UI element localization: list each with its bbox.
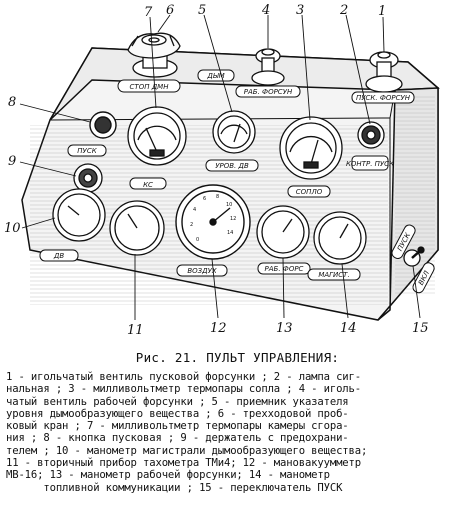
plate-dv: ДВ bbox=[53, 252, 64, 260]
callout-2: 2 bbox=[339, 3, 348, 18]
caption-line: МВ-16; 13 - манометр рабочей форсунки; 1… bbox=[6, 469, 330, 482]
caption-line: 1 - игольчатый вентиль пусковой форсунки… bbox=[6, 371, 361, 383]
manovacuummeter bbox=[175, 184, 251, 260]
plate-kontr-pusk: КОНТР. ПУСК bbox=[346, 160, 395, 168]
caption-line: нальная ; 3 - милливольтметр термопары с… bbox=[6, 383, 361, 396]
callout-14: 14 bbox=[340, 321, 357, 336]
plate-pusk: ПУСК bbox=[77, 147, 97, 155]
plate-vozdukh: ВОЗДУХ bbox=[187, 267, 217, 275]
dial-num: 14 bbox=[227, 230, 233, 236]
gauge-fuel-line bbox=[313, 211, 367, 265]
start-switch bbox=[403, 246, 425, 267]
three-way-valve bbox=[127, 32, 181, 78]
caption-title: Рис. 21. ПУЛЬТ УПРАВЛЕНИЯ: bbox=[135, 350, 340, 365]
tachometer-secondary bbox=[109, 200, 165, 256]
leader-lines bbox=[19, 14, 421, 320]
level-indicator-receiver bbox=[212, 110, 256, 154]
needle-valve-working bbox=[251, 48, 285, 86]
plate-rab-forsun: РАБ. ФОРСУН bbox=[244, 88, 293, 96]
callout-5: 5 bbox=[198, 3, 206, 18]
caption-line: уровня дымообразующего вещества ; 6 - тр… bbox=[6, 407, 349, 420]
start-button bbox=[89, 111, 117, 139]
callout-13: 13 bbox=[276, 321, 293, 336]
millivoltmeter-nozzle bbox=[279, 116, 343, 180]
callout-numbers: 1 2 3 4 5 6 7 8 9 10 11 12 13 14 15 bbox=[4, 3, 429, 338]
plate-stop-dmn: СТОП ДМН bbox=[130, 83, 170, 91]
callout-3: 3 bbox=[296, 3, 304, 18]
dial-num: 6 bbox=[203, 196, 206, 202]
callout-1: 1 bbox=[378, 4, 386, 19]
callout-12: 12 bbox=[210, 321, 227, 336]
gauge12-dial-numbers: 0 2 4 6 8 10 12 14 bbox=[190, 194, 236, 243]
dial-num: 10 bbox=[226, 202, 232, 208]
millivoltmeter-combustion-chamber bbox=[127, 106, 187, 166]
caption-line: 11 - вторичный прибор тахометра ТМи4; 12… bbox=[6, 457, 361, 470]
dial-num: 2 bbox=[190, 222, 193, 228]
callout-11: 11 bbox=[127, 323, 144, 338]
dial-num: 8 bbox=[216, 194, 219, 200]
top-plates: СТОП ДМН ДЫМ РАБ. ФОРСУН ПУСК. ФОРСУН bbox=[117, 69, 415, 104]
plate-rab-fors: РАБ. ФОРС bbox=[265, 265, 304, 273]
dial-num: 0 bbox=[196, 237, 199, 243]
signal-lamp bbox=[357, 121, 385, 149]
caption-line: топливной коммуникации ; 15 - переключат… bbox=[6, 481, 343, 494]
gauge-smoke-line bbox=[52, 188, 106, 242]
callout-7: 7 bbox=[144, 5, 153, 20]
caption-line: ния ; 8 - кнопка пусковая ; 9 - держател… bbox=[6, 432, 349, 445]
caption-line: ковый кран ; 7 - милливольтметр термопар… bbox=[6, 420, 349, 433]
fuse-holder bbox=[73, 163, 103, 193]
gauge-working-nozzle bbox=[256, 205, 310, 259]
dial-num: 12 bbox=[230, 216, 236, 222]
callout-6: 6 bbox=[166, 3, 174, 18]
caption-line: чатый вентиль рабочей форсунки ; 5 - при… bbox=[6, 395, 349, 408]
figure-caption: Рис. 21. ПУЛЬТ УПРАВЛЕНИЯ: 1 - игольчаты… bbox=[0, 346, 455, 494]
callout-9: 9 bbox=[8, 154, 16, 169]
plate-soplo: СОПЛО bbox=[296, 188, 323, 196]
plate-pusk-forsun: ПУСК. ФОРСУН bbox=[356, 94, 411, 102]
dial-num: 4 bbox=[193, 207, 196, 213]
plate-dym: ДЫМ bbox=[206, 72, 224, 80]
caption-legend: 1 - игольчатый вентиль пусковой форсунки… bbox=[0, 371, 455, 494]
plate-magist: МАГИСТ. bbox=[318, 271, 349, 279]
caption-line: телем ; 10 - манометр магистрали дымообр… bbox=[6, 444, 368, 457]
callout-8: 8 bbox=[8, 95, 16, 110]
callout-4: 4 bbox=[261, 3, 270, 18]
callout-15: 15 bbox=[412, 321, 429, 336]
needle-valve-starting bbox=[365, 51, 403, 93]
plate-urov-dv: УРОВ. ДВ bbox=[215, 162, 249, 170]
callout-10: 10 bbox=[4, 221, 21, 236]
control-panel-drawing: СТОП ДМН ДЫМ РАБ. ФОРСУН ПУСК. ФОРСУН ПУ… bbox=[4, 3, 440, 338]
plate-ks: КС bbox=[143, 181, 153, 189]
